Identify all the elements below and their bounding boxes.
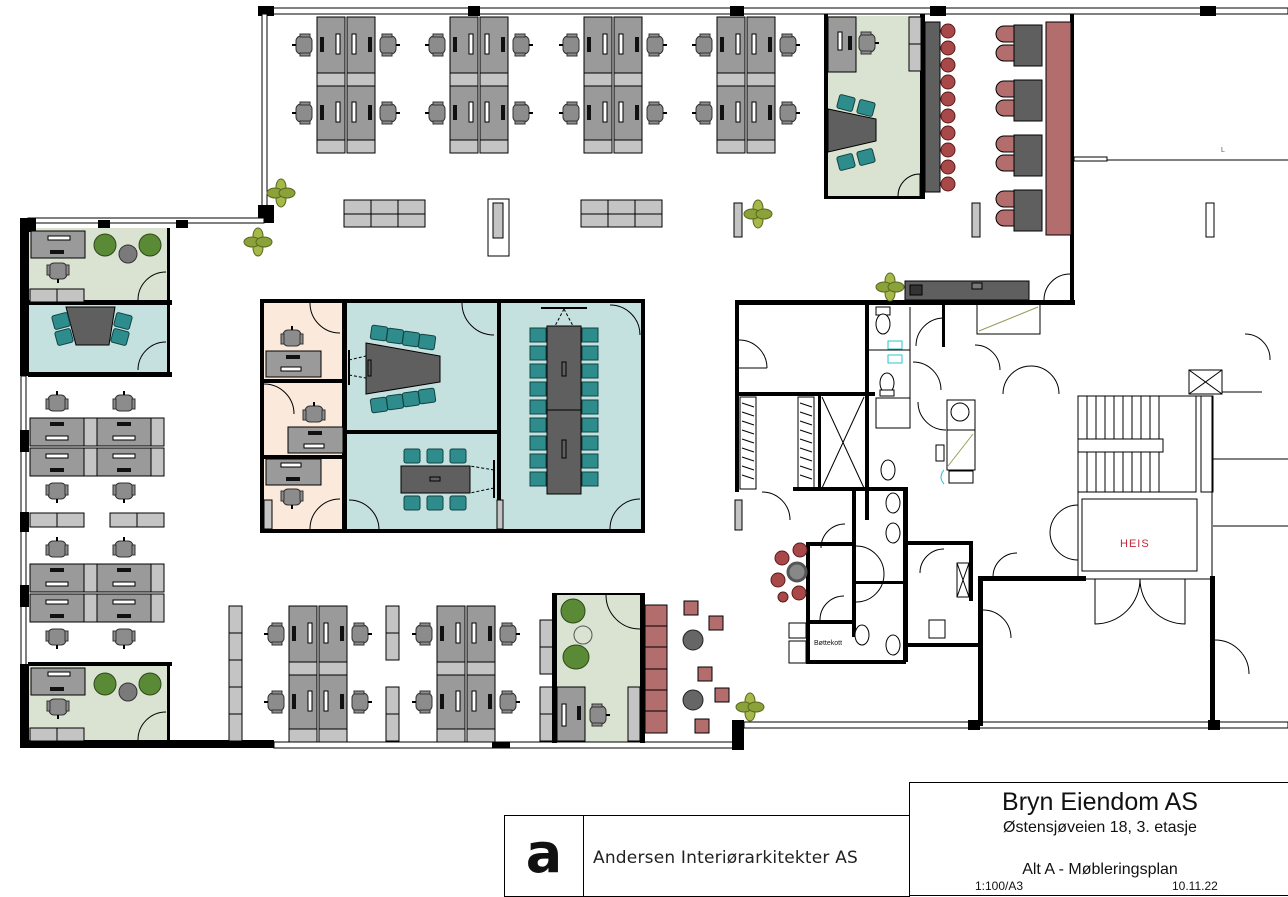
tag-l-label: L [1221,147,1225,154]
firm-name: Andersen Interiørarkitekter AS [593,848,859,868]
desk-pods-north [292,17,800,153]
core-walls [734,300,908,531]
title-block-divider [505,815,910,816]
west-meeting-small [50,306,167,371]
firm-logo-cell: a [505,816,584,896]
chairs-large-left [529,327,547,487]
drawing-title: Alt A - Møbleringsplan [1022,861,1178,878]
meeting-room-small-furniture [348,448,495,531]
west-office-top [28,228,172,377]
stair-elevator [1049,333,1288,675]
title-block-project: Bryn Eiendom AS Østensjøveien 18, 3. eta… [505,782,1288,896]
meeting-room-trapezoid-furniture [348,302,495,414]
cafe-table-round [770,542,808,603]
lounge-furniture [552,593,730,743]
firm-logo-icon: a [525,822,563,885]
west-office-bottom [28,662,172,744]
desk-pods-west [29,391,165,649]
elevator-label: HEIS [1120,538,1150,550]
client-name: Bryn Eiendom AS [1002,788,1198,816]
core-bath [875,397,976,485]
kitchen-counter [904,280,1030,301]
chairs-large-right [581,327,599,487]
storage-north [343,198,1215,257]
manager-office-north-furniture [824,14,925,199]
canteen-booths [995,21,1072,236]
central-room-walls [260,299,645,533]
drawing-date: 10.11.22 [1172,879,1218,893]
meeting-room-large-furniture [496,304,641,530]
title-block-firm: a Andersen Interiørarkitekter AS [504,815,910,897]
core-wc-north [869,302,1060,400]
quiet-rooms-furniture [263,302,344,530]
canteen-bar [924,21,956,193]
exterior-walls [20,6,1288,750]
drawing-scale: 1:100/A3 [975,879,1024,893]
project-address: Østensjøveien 18, 3. etasje [1003,819,1197,836]
cleaning-closet-label: Bøttekott [814,640,843,647]
core-wc-south [788,487,1215,726]
